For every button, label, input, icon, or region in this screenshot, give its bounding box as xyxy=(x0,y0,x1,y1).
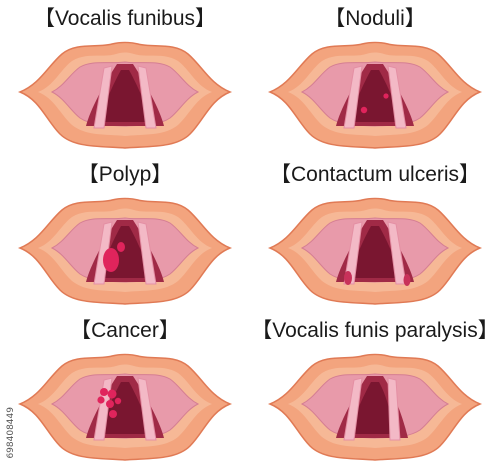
ulcer-right xyxy=(403,274,411,286)
panel-figure xyxy=(250,30,500,156)
panel-label: 【Contactum ulceris】 xyxy=(269,163,481,186)
glottis-deep xyxy=(100,70,150,122)
vocal-cord-right xyxy=(387,377,401,441)
nodule-right xyxy=(383,93,389,99)
larynx-figure xyxy=(267,353,483,461)
panel-figure xyxy=(0,30,250,156)
panel-figure xyxy=(0,342,250,468)
polyp xyxy=(103,248,119,272)
vocal-cord-right xyxy=(137,221,157,285)
panel-label: 【Vocalis funibus】 xyxy=(33,7,217,30)
larynx-figure xyxy=(267,41,483,149)
larynx-figure xyxy=(17,197,233,305)
panel-label: 【Vocalis funis paralysis】 xyxy=(251,319,499,342)
glottis-deep xyxy=(350,382,394,434)
panel-label: 【Noduli】 xyxy=(324,7,426,30)
panel-figure xyxy=(0,186,250,312)
vocal-cord-left xyxy=(93,65,113,129)
nodule-left xyxy=(360,106,368,114)
vocal-cord-left xyxy=(93,221,113,285)
panel-contactum-ulceris: 【Contactum ulceris】 xyxy=(250,156,500,312)
panel-noduli: 【Noduli】 xyxy=(250,0,500,156)
glottis-deep xyxy=(350,226,400,278)
larynx-figure xyxy=(267,197,483,305)
ulcer-left xyxy=(344,271,352,285)
panel-polyp: 【Polyp】 xyxy=(0,156,250,312)
tumor xyxy=(97,388,122,418)
vocal-cord-right xyxy=(137,65,157,129)
panel-vocalis-funibus: 【Vocalis funibus】 xyxy=(0,0,250,156)
vocal-cord-right xyxy=(387,65,407,129)
panel-label: 【Cancer】 xyxy=(70,319,180,342)
stock-id: 698408449 xyxy=(6,407,16,459)
vocal-cord-right xyxy=(137,377,157,441)
panel-figure xyxy=(250,186,500,312)
glottis-deep xyxy=(100,382,150,434)
panel-figure xyxy=(250,342,500,468)
polyp-small xyxy=(117,242,125,252)
larynx-figure xyxy=(17,353,233,461)
panel-vocalis-funis-paralysis: 【Vocalis funis paralysis】 xyxy=(250,312,500,468)
panel-cancer: 【Cancer】 xyxy=(0,312,250,468)
vocal-cord-left xyxy=(343,221,363,285)
panel-label: 【Polyp】 xyxy=(77,163,173,186)
vocal-cord-left xyxy=(343,377,363,441)
larynx-figure xyxy=(17,41,233,149)
vocal-cord-left xyxy=(343,65,363,129)
